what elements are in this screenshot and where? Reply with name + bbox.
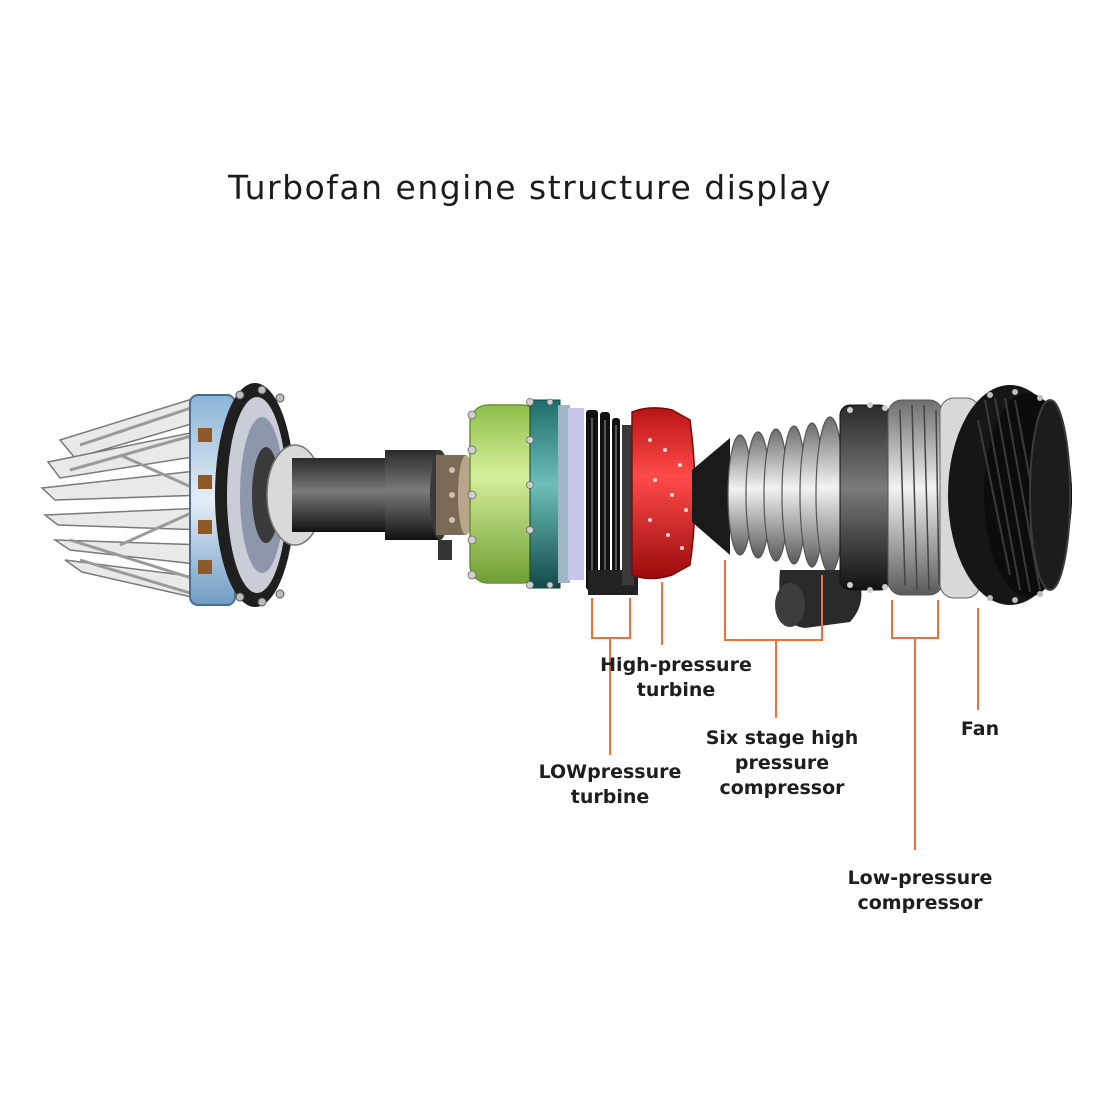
label-low-pressure-turbine: LOWpressure turbine (530, 760, 690, 810)
label-high-pressure-turbine: High-pressure turbine (596, 653, 756, 703)
low-pressure-turbine-bracket (591, 598, 631, 639)
turbine-section (586, 407, 696, 595)
label-hpc-text: Six stage high pressure compressor (705, 727, 859, 799)
exhaust-nozzle (40, 383, 295, 607)
lpc-bracket (891, 600, 939, 639)
tail-shaft (266, 444, 474, 560)
label-lpc-text: Low-pressure compressor (847, 867, 993, 914)
combustion-chamber (467, 398, 584, 589)
label-hpt-text: High-pressure turbine (600, 654, 752, 701)
fan-assembly (839, 385, 1072, 605)
hpc-bracket (724, 560, 823, 641)
label-lpt-text: LOWpressure turbine (538, 761, 682, 808)
label-fan: Fan (940, 717, 1020, 742)
label-six-stage-hpc: Six stage high pressure compressor (672, 726, 892, 801)
label-fan-text: Fan (960, 718, 1000, 740)
callout-lines (591, 560, 979, 850)
high-pressure-compressor (692, 416, 862, 628)
diagram-title: Turbofan engine structure display (228, 168, 832, 207)
label-low-pressure-compressor: Low-pressure compressor (835, 866, 1005, 916)
